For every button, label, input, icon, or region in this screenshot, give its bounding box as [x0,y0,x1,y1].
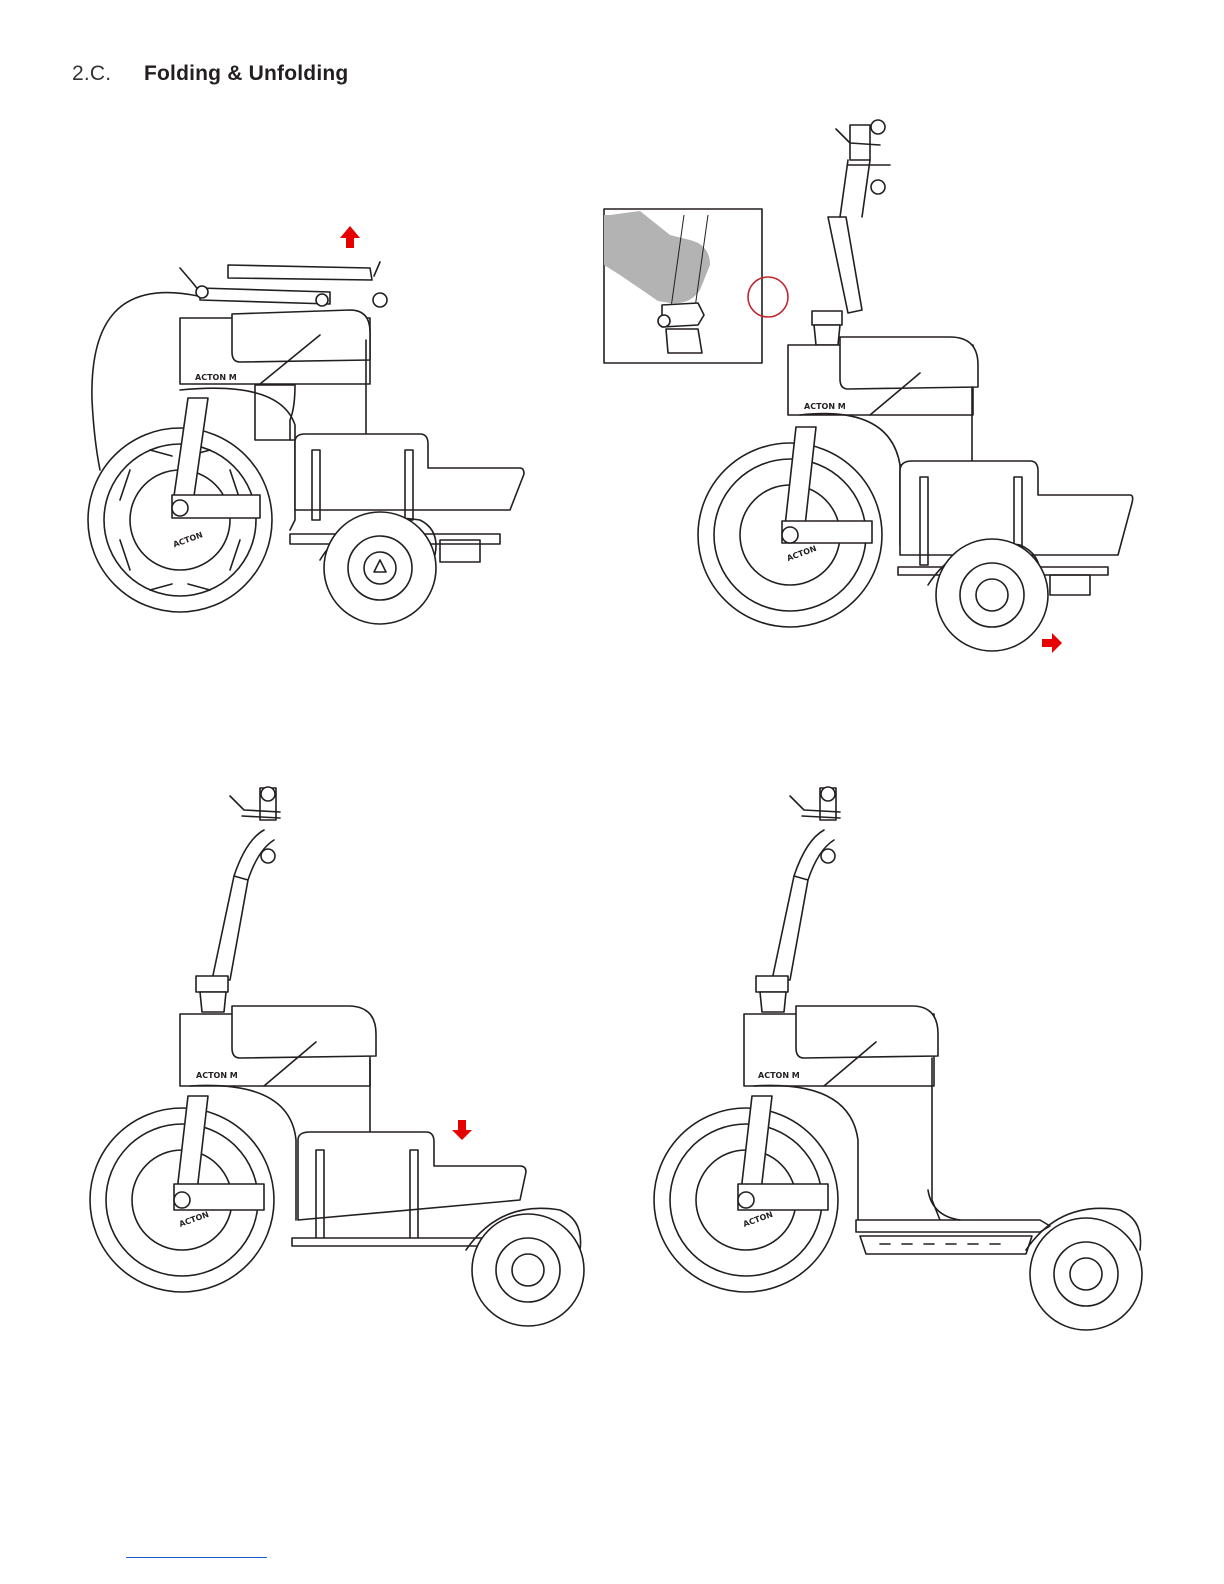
figure-handlebar-raised: ACTON M ACTON [600,115,1160,675]
figure-unfolded-scooter: ACTON M ACTON [640,780,1160,1340]
model-label-3: ACTON M [196,1071,238,1080]
right-arrow-icon [1042,633,1062,653]
callout-circle [748,277,788,317]
section-heading: 2.C. Folding & Unfolding [72,62,111,86]
footer-rule [126,1557,267,1558]
figure-folded-scooter: ACTON M ACTON [80,220,540,630]
hand-shape [604,211,710,303]
model-label-2: ACTON M [804,402,846,411]
section-number: 2.C. [72,62,111,85]
up-arrow-icon [340,226,360,248]
down-arrow-icon [452,1120,472,1140]
figure-deck-lowering: ACTON M ACTON [80,780,600,1340]
model-label-4: ACTON M [758,1071,800,1080]
model-label: ACTON M [195,373,237,382]
section-title: Folding & Unfolding [144,62,348,86]
